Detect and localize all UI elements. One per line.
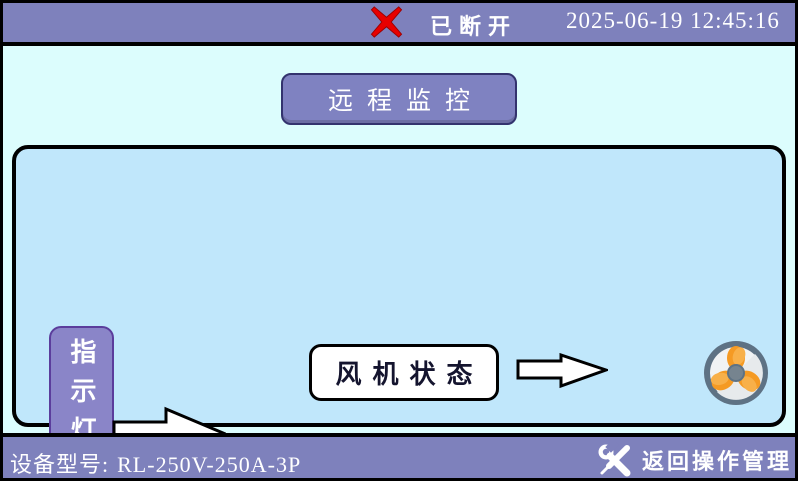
connection-status-text: 已断开	[430, 14, 518, 39]
page-title: 远程监控	[281, 73, 517, 125]
datetime-display: 2025-06-19 12:45:16	[566, 8, 780, 33]
tools-icon	[598, 442, 631, 477]
arrow-right-icon	[516, 353, 608, 389]
device-model-value: RL-250V-250A-3P	[117, 452, 302, 477]
fan-icon	[704, 341, 768, 405]
bottom-bar: 设备型号: RL-250V-250A-3P 返回操作管理	[0, 433, 798, 481]
device-model: 设备型号: RL-250V-250A-3P	[10, 447, 301, 479]
fan-status-label: 风机状态	[309, 344, 499, 401]
top-status-bar: 已断开 2025-06-19 12:45:16	[0, 0, 798, 46]
fan-blades	[710, 346, 761, 392]
back-to-operation-button[interactable]: 返回操作管理	[596, 442, 792, 478]
red-x-disconnected-icon	[370, 6, 403, 38]
device-model-label: 设备型号:	[10, 452, 110, 477]
back-button-label: 返回操作管理	[641, 449, 792, 474]
indicator-panel: 指示灯状态 风机状态	[12, 145, 786, 481]
